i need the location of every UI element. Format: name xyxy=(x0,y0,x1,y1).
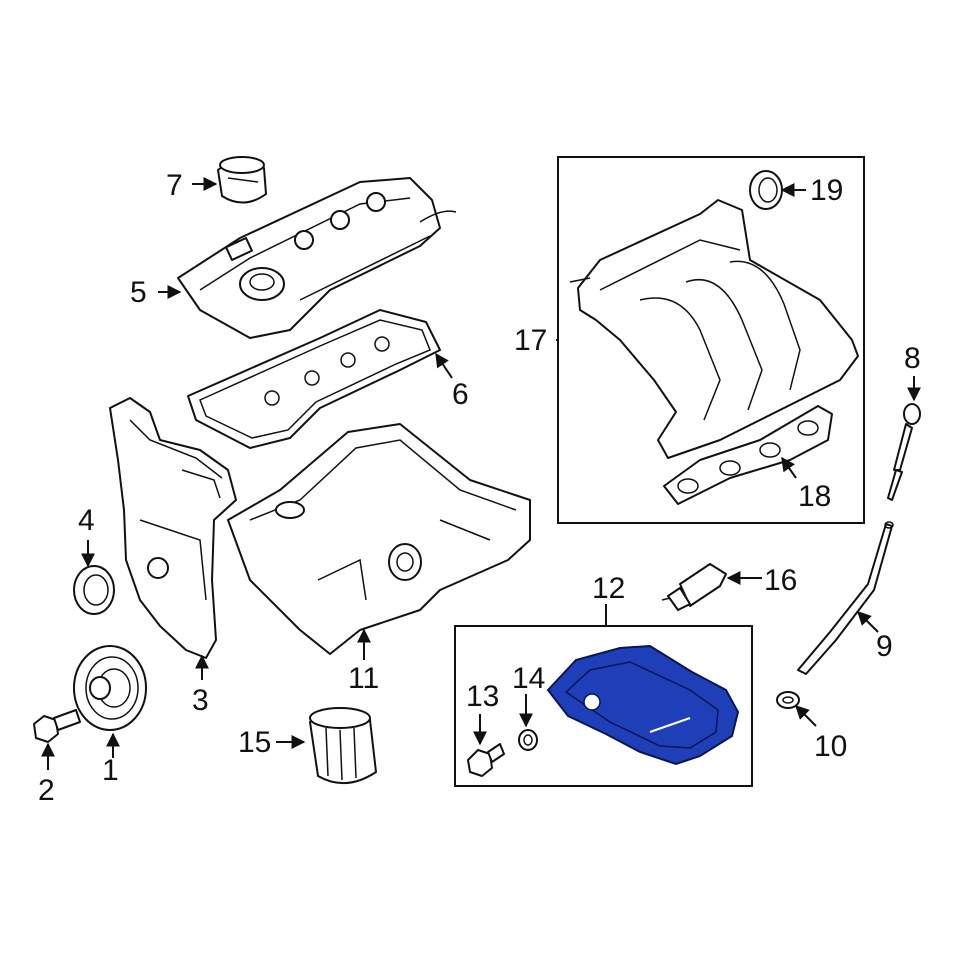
label-9: 9 xyxy=(876,630,893,663)
label-16: 16 xyxy=(764,564,797,597)
label-19: 19 xyxy=(810,174,843,207)
label-14: 14 xyxy=(512,662,545,695)
timing-cover[interactable] xyxy=(109,397,237,659)
intake-manifold[interactable] xyxy=(569,199,859,459)
valve-cover-gasket[interactable] xyxy=(187,309,441,449)
front-seal[interactable] xyxy=(73,565,115,615)
pulley-bolt[interactable] xyxy=(33,709,81,743)
intake-o-ring[interactable] xyxy=(749,170,783,210)
leader-lines xyxy=(41,177,921,770)
label-6: 6 xyxy=(452,378,469,411)
label-18: 18 xyxy=(798,480,831,513)
label-13: 13 xyxy=(466,680,499,713)
label-17: 17 xyxy=(514,324,547,357)
upper-oil-pan[interactable] xyxy=(227,423,531,655)
label-5: 5 xyxy=(130,276,147,309)
label-11: 11 xyxy=(348,662,379,695)
label-10: 10 xyxy=(814,730,847,763)
label-3: 3 xyxy=(192,684,209,717)
drain-plug-washer[interactable] xyxy=(518,729,538,751)
label-2: 2 xyxy=(38,774,55,807)
label-7: 7 xyxy=(166,169,183,202)
label-8: 8 xyxy=(904,342,921,375)
label-15: 15 xyxy=(238,726,271,759)
label-1: 1 xyxy=(102,754,119,787)
oil-filter[interactable] xyxy=(309,707,377,785)
oil-dipstick[interactable] xyxy=(887,403,921,501)
label-12: 12 xyxy=(592,572,625,605)
sealant-tube[interactable] xyxy=(661,563,727,611)
lower-oil-pan[interactable] xyxy=(546,644,740,766)
label-4: 4 xyxy=(78,504,95,537)
intake-manifold-gasket[interactable] xyxy=(663,405,833,505)
valve-cover[interactable] xyxy=(177,177,457,339)
dipstick-washer[interactable] xyxy=(776,691,800,709)
oil-pan-box xyxy=(454,625,753,787)
drain-plug[interactable] xyxy=(467,743,505,777)
callout-labels: 1 2 3 4 5 6 7 8 9 10 11 12 13 14 15 16 1… xyxy=(38,169,921,807)
oil-filler-cap[interactable] xyxy=(217,156,267,204)
dipstick-tube[interactable] xyxy=(797,521,894,675)
crank-pulley[interactable] xyxy=(73,645,147,731)
